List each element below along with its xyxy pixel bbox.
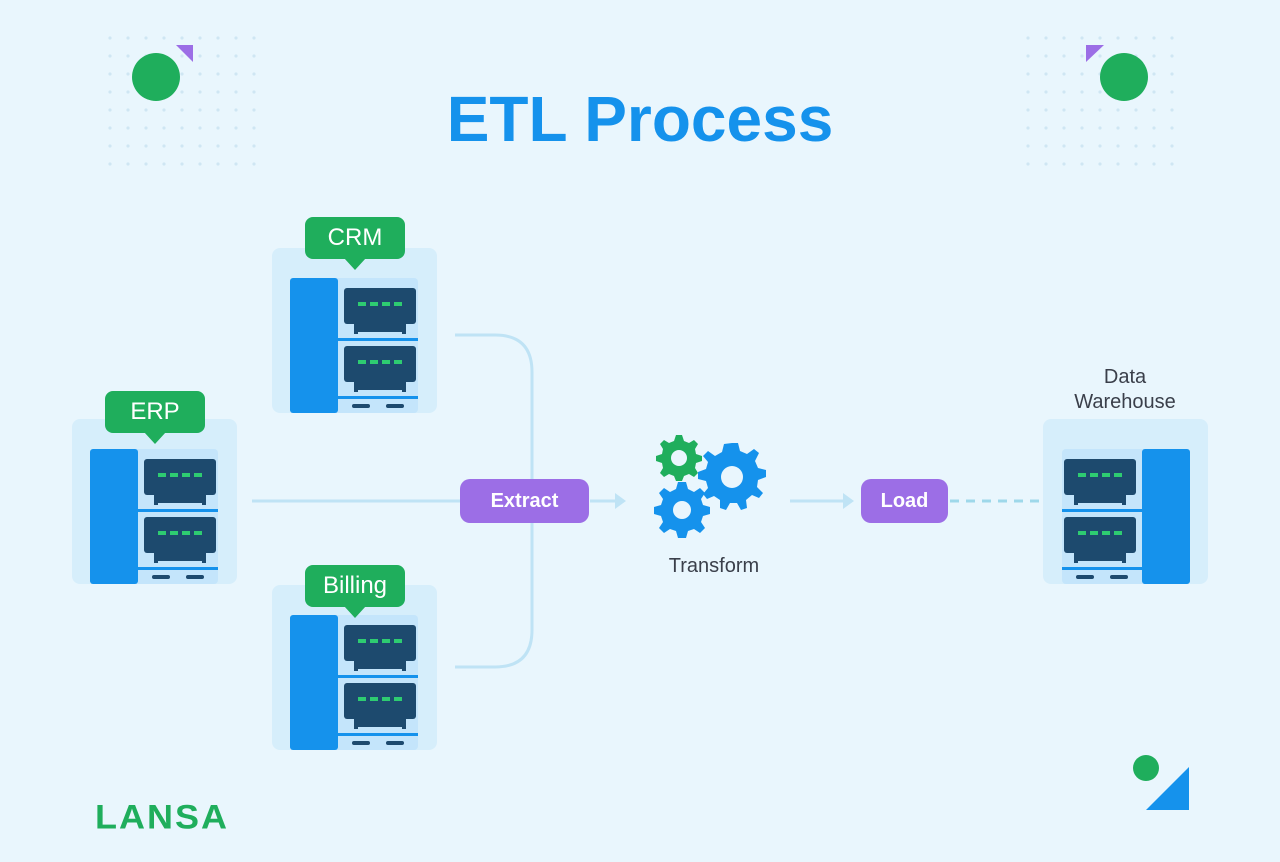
arrow-icon — [615, 493, 626, 509]
data-warehouse-label-line1: Data — [1103, 366, 1147, 388]
arrow-icon — [843, 493, 854, 509]
lansa-logo: LANSA — [95, 797, 229, 836]
green-circle-decoration-right — [1100, 53, 1148, 101]
blue-triangle-decoration-bottom — [1146, 767, 1189, 810]
transform-step-label: Transform — [668, 555, 760, 577]
crm-label-tag: CRM — [305, 217, 405, 270]
billing-label-tag: Billing — [305, 565, 405, 618]
page-title: ETL Process — [446, 83, 834, 155]
green-dot-decoration-bottom — [1133, 755, 1159, 781]
data-warehouse-label: Data Warehouse — [1050, 365, 1200, 415]
load-step-pill: Load — [861, 479, 948, 523]
purple-triangle-decoration-right — [1086, 45, 1104, 62]
extract-step-pill: Extract — [460, 479, 589, 523]
green-circle-decoration — [132, 53, 180, 101]
erp-label-tag: ERP — [105, 391, 205, 444]
dot-grid-decoration-right — [1015, 24, 1185, 174]
data-warehouse-label-line2: Warehouse — [1074, 391, 1176, 413]
purple-triangle-decoration — [176, 45, 193, 62]
